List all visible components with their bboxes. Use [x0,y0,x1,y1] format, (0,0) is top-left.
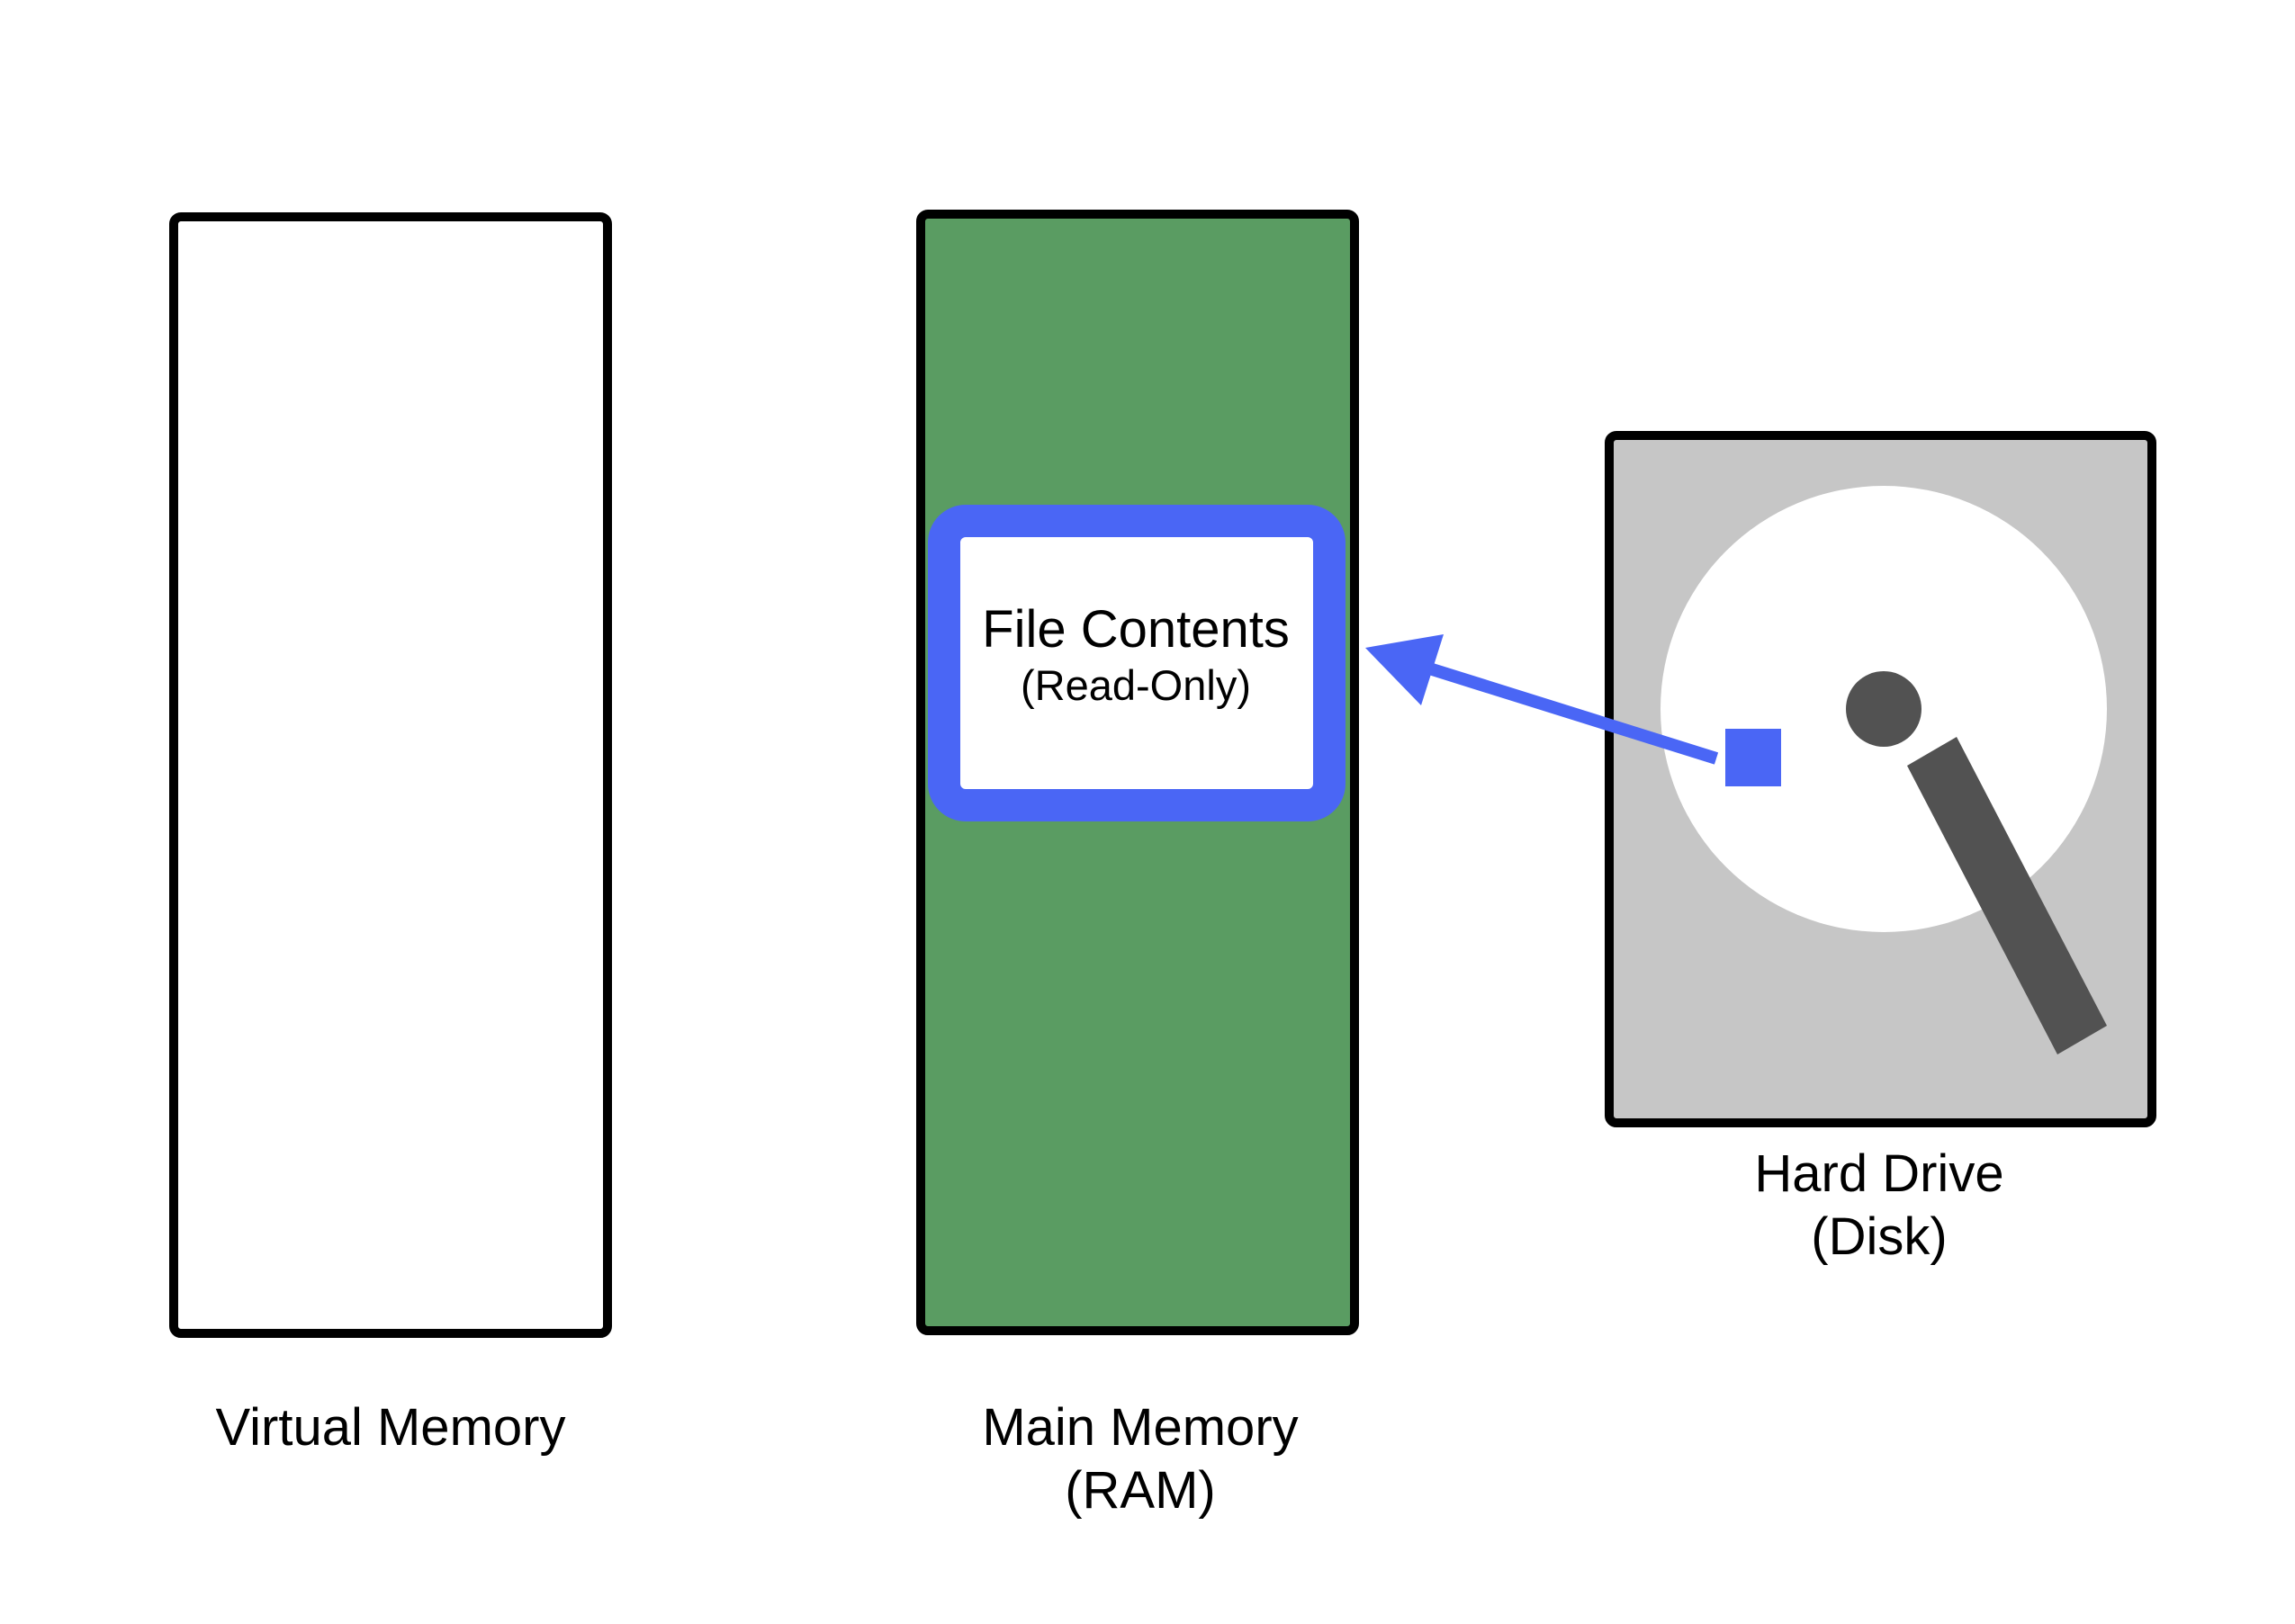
arrow-shaft [1424,661,1719,765]
hard-drive-icon [1605,431,2156,1127]
disk-data-block [1725,729,1781,786]
main-memory-label-line1: Main Memory [982,1398,1298,1457]
file-contents-subtitle: (Read-Only) [1021,661,1251,709]
file-contents-box [928,505,1346,821]
main-memory-label-line2: (RAM) [1065,1461,1216,1520]
hard-drive-label-line2: (Disk) [1811,1207,1947,1266]
hard-drive-label-line1: Hard Drive [1754,1144,2003,1203]
read-write-arm [1907,737,2107,1054]
file-contents-title: File Contents [982,600,1290,659]
disk-spindle [1846,671,1922,747]
virtual-memory-box [169,212,612,1338]
arrow-head [1365,634,1444,705]
load-arrow [1365,634,1719,765]
virtual-memory-label: Virtual Memory [216,1398,566,1457]
